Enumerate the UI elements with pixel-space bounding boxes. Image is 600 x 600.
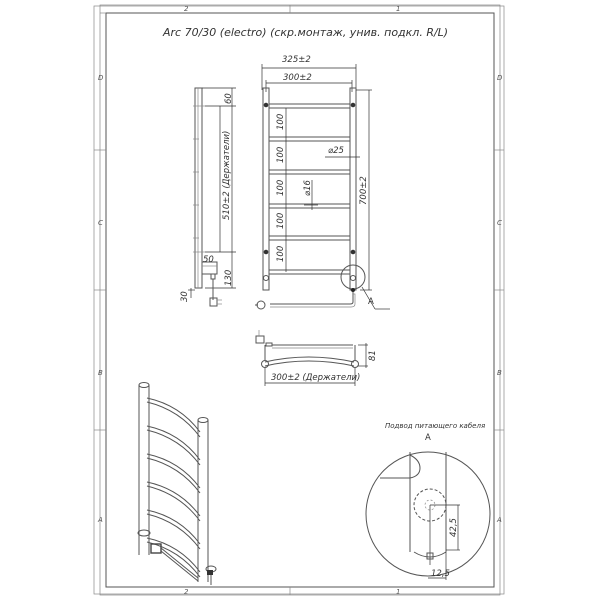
isometric-view xyxy=(137,382,217,585)
detail-a-caption: Подвод питающего кабеля xyxy=(385,422,485,430)
side-view xyxy=(188,87,236,307)
front-width-centers: 300±2 xyxy=(283,73,312,83)
rung-spacing-5: 100 xyxy=(276,246,286,262)
top-view xyxy=(255,330,368,386)
rung-spacing-1: 100 xyxy=(276,114,286,130)
detail-a-view xyxy=(365,451,491,580)
frame-zone-top-2: 2 xyxy=(184,5,189,13)
frame-zone-bottom-2: 2 xyxy=(184,588,189,596)
drawing-title: Arc 70/30 (electro) (скр.монтаж, унив. п… xyxy=(162,26,448,39)
frame-zone-left-d: D xyxy=(98,74,104,82)
detail-a-label: A xyxy=(425,433,431,443)
top-holder-spacing: 300±2 (Держатели) xyxy=(271,373,360,383)
frame-zone-left-b: B xyxy=(98,369,103,377)
drawing-frame xyxy=(93,4,505,596)
rung-spacing-4: 100 xyxy=(276,213,286,229)
front-view xyxy=(255,64,390,310)
front-width-overall: 325±2 xyxy=(282,55,311,65)
side-top-offset: 60 xyxy=(224,93,234,104)
side-connector-width: 50 xyxy=(203,255,214,265)
side-bottom-extension: 30 xyxy=(180,291,190,302)
frame-zone-right-a: A xyxy=(496,516,502,524)
side-holder-spacing: 510±2 (Держатели) xyxy=(222,131,232,220)
detail-a-horizontal-offset: 12,5 xyxy=(431,569,450,579)
frame-zone-bottom-1: 1 xyxy=(396,588,400,596)
frame-zone-top-1: 1 xyxy=(396,5,400,13)
detail-a-vertical-offset: 42,5 xyxy=(449,518,459,537)
side-bottom-offset: 130 xyxy=(224,270,234,286)
rung-spacing-3: 100 xyxy=(276,180,286,196)
rung-spacing-2: 100 xyxy=(276,147,286,163)
frame-zone-right-d: D xyxy=(497,74,503,82)
frame-zone-left-c: C xyxy=(98,219,103,227)
frame-zone-right-c: C xyxy=(497,219,502,227)
rail-diameter: ⌀25 xyxy=(328,146,344,156)
frame-zone-left-a: A xyxy=(97,516,103,524)
frame-zone-right-b: B xyxy=(497,369,502,377)
top-depth: 81 xyxy=(368,350,378,361)
detail-a-callout: A xyxy=(368,297,374,307)
rung-diameter: ⌀16 xyxy=(303,179,313,196)
front-height: 700±2 xyxy=(359,176,369,205)
